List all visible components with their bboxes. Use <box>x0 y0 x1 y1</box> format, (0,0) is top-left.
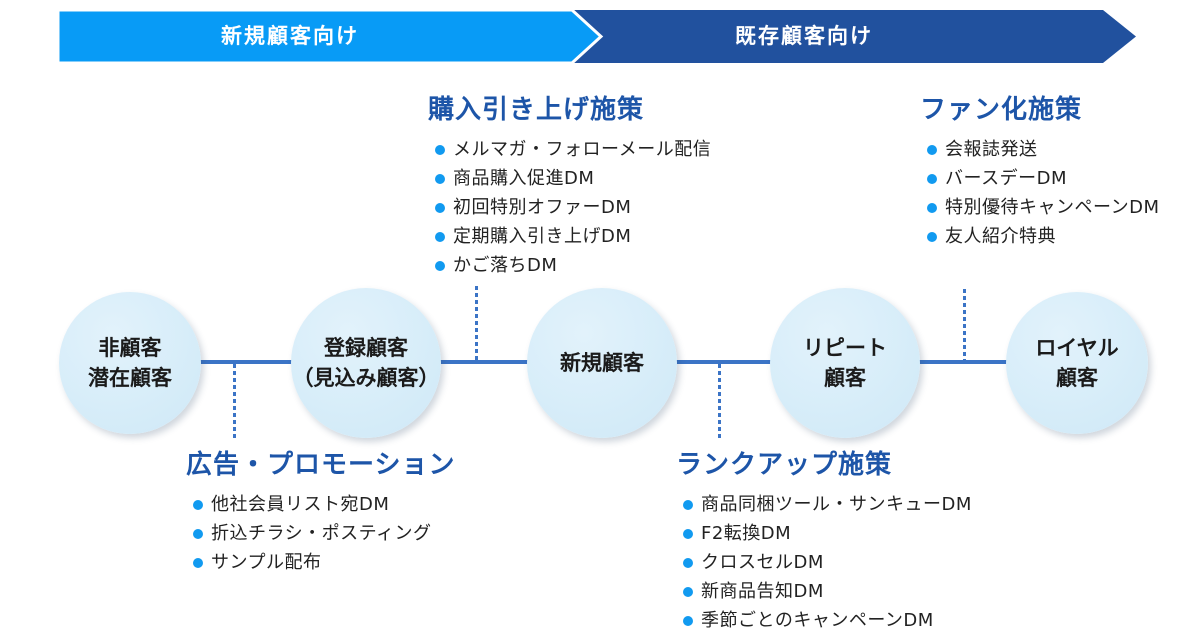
stage-label: 新規顧客 <box>560 350 644 375</box>
existing-customer-banner-arrow <box>572 10 1136 63</box>
list-item: 商品購入促進DM <box>435 168 711 189</box>
list-item-label: 商品購入促進DM <box>453 168 595 189</box>
stage-label: 潜在顧客 <box>88 366 172 390</box>
bullet-icon <box>683 499 693 510</box>
list-item: 他社会員リスト宛DM <box>193 494 455 515</box>
bullet-icon <box>683 586 693 597</box>
list-item-label: 友人紹介特典 <box>945 226 1056 247</box>
list-item: クロスセルDM <box>683 552 972 573</box>
list-item: F2転換DM <box>683 523 972 544</box>
list-item: 商品同梱ツール・サンキューDM <box>683 494 972 515</box>
stage-label: ロイヤル <box>1035 335 1119 360</box>
bullet-icon <box>193 528 203 539</box>
stage-circle-registered-customer: 登録顧客 （見込み顧客） <box>291 288 441 438</box>
list-item-label: 他社会員リスト宛DM <box>211 494 390 515</box>
bullet-icon <box>927 231 937 242</box>
bullet-icon <box>193 499 203 510</box>
list-item: 初回特別オファーDM <box>435 197 711 218</box>
new-customer-banner-arrow <box>56 8 604 65</box>
banner-arrows <box>56 8 1136 65</box>
stage-circle-potential-customer: 非顧客 潜在顧客 <box>59 292 201 434</box>
list-item-label: 定期購入引き上げDM <box>453 226 632 247</box>
measure-group-fan-building: ファン化施策 会報誌発送 バースデーDM 特別優待キャンペーンDM 友人紹介特典 <box>920 93 1160 255</box>
list-item: かご落ちDM <box>435 255 711 276</box>
list-item: メルマガ・フォローメール配信 <box>435 139 711 160</box>
measure-group-title: 購入引き上げ施策 <box>428 95 645 125</box>
bullet-icon <box>435 144 445 155</box>
bullet-icon <box>683 615 693 626</box>
bullet-icon <box>927 144 937 155</box>
stage-label: 顧客 <box>824 366 866 390</box>
measure-list: 他社会員リスト宛DM 折込チラシ・ポスティング サンプル配布 <box>186 494 455 573</box>
measure-group-advertising: 広告・プロモーション 他社会員リスト宛DM 折込チラシ・ポスティング サンプル配… <box>186 448 455 581</box>
existing-customer-banner-label: 既存顧客向け <box>735 24 873 48</box>
measure-group-title: 広告・プロモーション <box>186 450 456 480</box>
measure-list: 商品同梱ツール・サンキューDM F2転換DM クロスセルDM 新商品告知DM 季… <box>676 494 972 631</box>
stage-label: 顧客 <box>1056 366 1098 390</box>
stage-circle-loyal-customer: ロイヤル 顧客 <box>1006 292 1148 434</box>
list-item-label: 商品同梱ツール・サンキューDM <box>701 494 972 515</box>
list-item-label: F2転換DM <box>701 523 792 544</box>
list-item-label: バースデーDM <box>945 168 1067 189</box>
bullet-icon <box>927 202 937 213</box>
stage-label: 登録顧客 <box>324 335 408 360</box>
stage-label: リピート <box>803 335 887 360</box>
measure-group-title: ランクアップ施策 <box>676 450 893 480</box>
list-item: 会報誌発送 <box>927 139 1160 160</box>
list-item-label: 季節ごとのキャンペーンDM <box>701 610 934 631</box>
list-item: バースデーDM <box>927 168 1160 189</box>
list-item-label: かご落ちDM <box>453 255 558 276</box>
bullet-icon <box>683 528 693 539</box>
bullet-icon <box>435 231 445 242</box>
measure-list: メルマガ・フォローメール配信 商品購入促進DM 初回特別オファーDM 定期購入引… <box>428 139 711 276</box>
stage-label: 非顧客 <box>98 335 162 360</box>
list-item: 折込チラシ・ポスティング <box>193 523 455 544</box>
bullet-icon <box>435 260 445 271</box>
new-customer-banner-label: 新規顧客向け <box>221 24 359 48</box>
list-item-label: 折込チラシ・ポスティング <box>211 523 432 544</box>
list-item-label: メルマガ・フォローメール配信 <box>453 139 712 160</box>
bullet-icon <box>435 173 445 184</box>
dotted-connector-fan-building <box>963 289 966 362</box>
measure-group-purchase-uplift: 購入引き上げ施策 メルマガ・フォローメール配信 商品購入促進DM 初回特別オファ… <box>428 93 711 284</box>
list-item: 定期購入引き上げDM <box>435 226 711 247</box>
bullet-icon <box>927 173 937 184</box>
list-item-label: サンプル配布 <box>211 552 322 573</box>
bullet-icon <box>683 557 693 568</box>
stage-circle-new-customer: 新規顧客 <box>527 288 677 438</box>
list-item-label: 新商品告知DM <box>701 581 824 602</box>
list-item-label: クロスセルDM <box>701 552 824 573</box>
list-item-label: 初回特別オファーDM <box>453 197 632 218</box>
stage-circle-repeat-customer: リピート 顧客 <box>770 288 920 438</box>
measure-group-rank-up: ランクアップ施策 商品同梱ツール・サンキューDM F2転換DM クロスセルDM … <box>676 448 972 639</box>
list-item: 新商品告知DM <box>683 581 972 602</box>
list-item-label: 会報誌発送 <box>945 139 1038 160</box>
dotted-connector-purchase-uplift <box>475 286 478 362</box>
bullet-icon <box>435 202 445 213</box>
list-item: 友人紹介特典 <box>927 226 1160 247</box>
stage-label: （見込み顧客） <box>292 366 440 390</box>
dotted-connector-rank-up <box>718 364 721 438</box>
bullet-icon <box>193 557 203 568</box>
list-item-label: 特別優待キャンペーンDM <box>945 197 1160 218</box>
measure-group-title: ファン化施策 <box>920 95 1083 125</box>
measure-list: 会報誌発送 バースデーDM 特別優待キャンペーンDM 友人紹介特典 <box>920 139 1160 247</box>
list-item: 特別優待キャンペーンDM <box>927 197 1160 218</box>
dotted-connector-advertising <box>233 364 236 438</box>
list-item: 季節ごとのキャンペーンDM <box>683 610 972 631</box>
list-item: サンプル配布 <box>193 552 455 573</box>
